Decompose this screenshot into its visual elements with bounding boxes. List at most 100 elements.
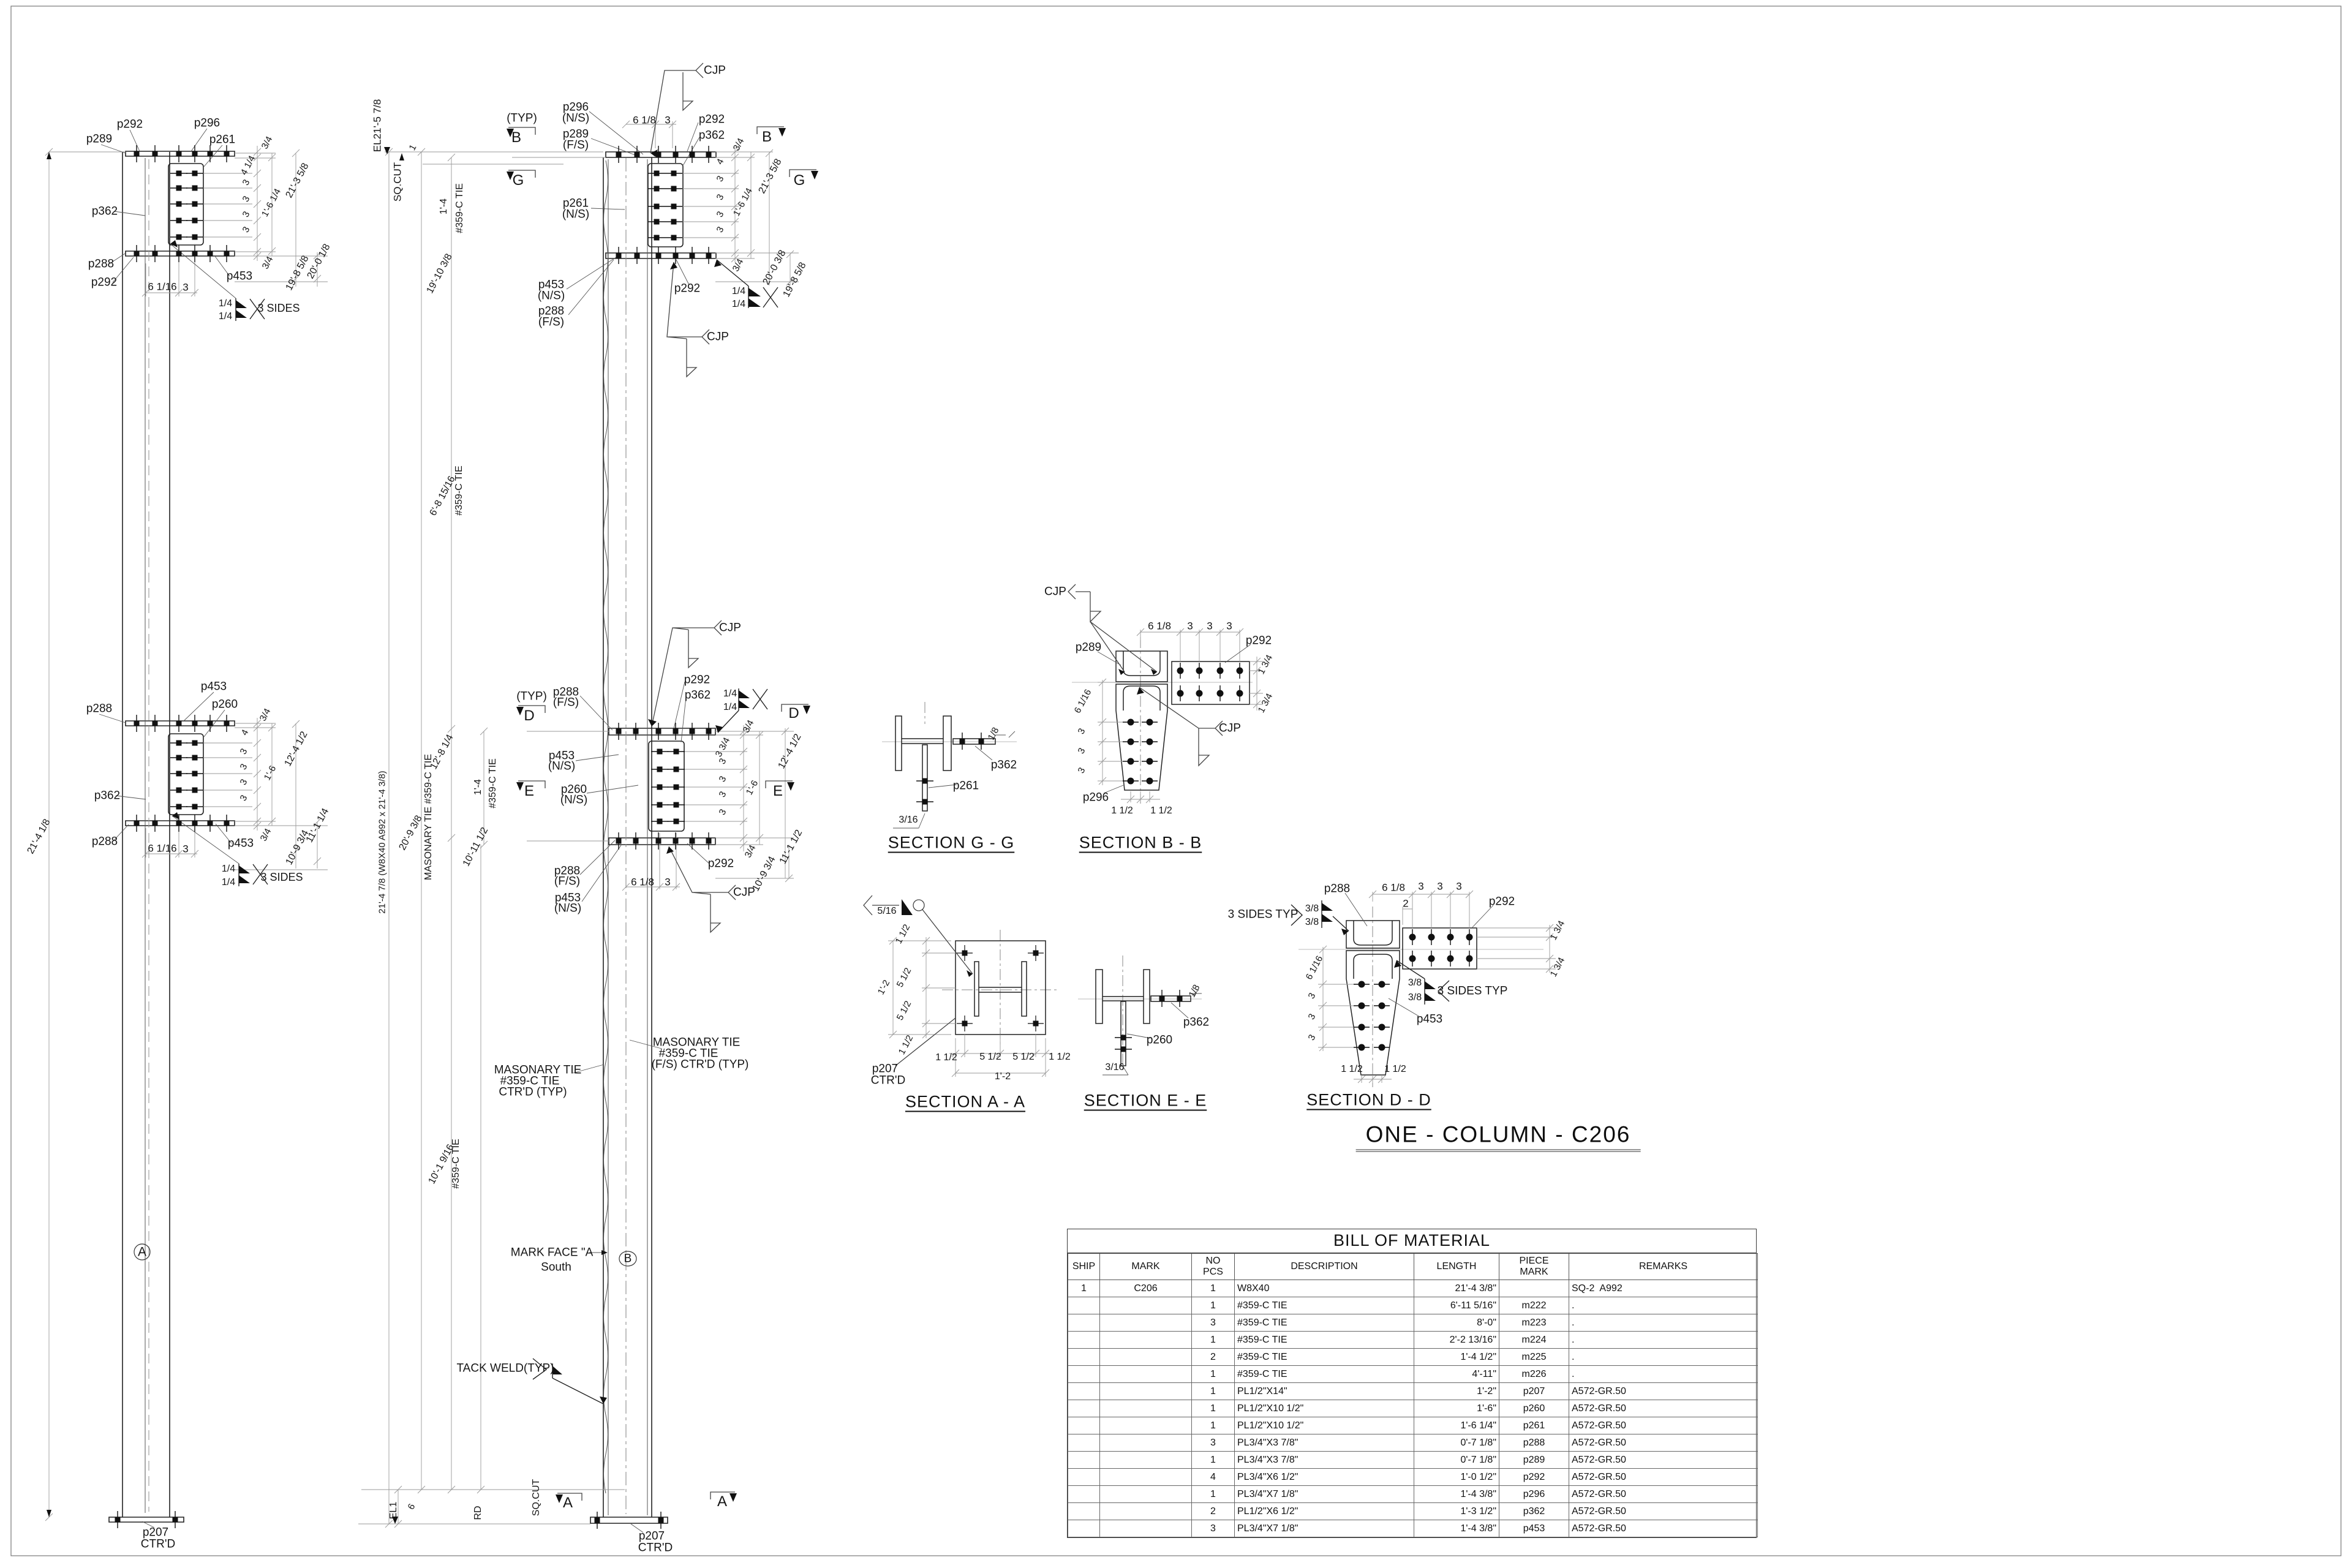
annotation-label: p260: [1146, 1033, 1173, 1047]
bom-cell: 1: [1191, 1297, 1235, 1314]
section-marker-b-left: B: [511, 129, 522, 146]
bom-cell: [1099, 1520, 1192, 1537]
left-leaders: [99, 128, 239, 1528]
bom-cell: m225: [1499, 1348, 1569, 1366]
annotation-label: (N/S): [562, 208, 590, 221]
bom-cell: [1068, 1365, 1100, 1383]
annotation-label: 6 1/8: [1382, 881, 1405, 894]
bom-cell: 4'-11": [1414, 1365, 1499, 1383]
left-elevation: [45, 128, 328, 1529]
annotation-label: #359-C TIE: [500, 1074, 560, 1088]
bom-col-header: MARK: [1099, 1253, 1192, 1280]
bom-cell: 0'-7 1/8": [1414, 1451, 1499, 1469]
bom-cell: [1499, 1280, 1569, 1297]
left-bolts: [114, 145, 230, 1529]
bom-cell: p453: [1499, 1520, 1569, 1537]
section-marker-d-left: D: [524, 707, 535, 724]
annotation-label: p288: [88, 257, 115, 271]
annotation-label: 3: [1437, 880, 1443, 892]
annotation-label: 1 1/2: [1341, 1064, 1363, 1074]
annotation-label: 6 1/8: [633, 114, 656, 126]
annotation-label: 2: [1403, 897, 1409, 910]
annotation-label: (F/S): [554, 875, 581, 888]
bom-col-header: REMARKS: [1569, 1253, 1758, 1280]
left-dim-lines: [45, 146, 328, 1521]
sheet-frame: [10, 6, 2342, 1556]
bom-cell: 1'-0 1/2": [1414, 1468, 1499, 1486]
annotation-label: p292: [698, 113, 725, 126]
bom-cell: [1068, 1400, 1100, 1417]
annotation-label: p362: [1183, 1016, 1210, 1029]
bom-cell: #359-C TIE: [1234, 1314, 1414, 1332]
annotation-label: 1/4: [731, 286, 746, 296]
bom-cell: [1099, 1297, 1192, 1314]
section-marker-e-left: E: [524, 783, 535, 799]
bom-cell: A572-GR.50: [1569, 1451, 1758, 1469]
annotation-label: 1/4: [218, 298, 233, 309]
bom-cell: 1: [1191, 1331, 1235, 1349]
section-aa: [863, 895, 1058, 1077]
bom-cell: [1068, 1485, 1100, 1503]
bom-cell: W8X40: [1234, 1280, 1414, 1297]
annotation-label: 3: [1418, 880, 1424, 892]
annotation-label: 1/4: [723, 702, 737, 712]
bom-cell: [1068, 1502, 1100, 1520]
annotation-label: 1 1/2: [1049, 1052, 1071, 1062]
section-dd: [1291, 890, 1556, 1087]
annotation-label: CJP: [707, 330, 729, 344]
bom-cell: 2: [1191, 1502, 1235, 1520]
annotation-label: 1 1/2: [1111, 805, 1133, 816]
annotation-label: 6 1/8: [631, 876, 654, 888]
annotation-label: SQ.CUT: [391, 162, 404, 202]
bom-cell: 6'-11 5/16": [1414, 1297, 1499, 1314]
bom-cell: A572-GR.50: [1569, 1502, 1758, 1520]
bom-cell: [1068, 1417, 1100, 1434]
annotation-label: 1'-4: [473, 778, 483, 796]
annotation-label: 1/4: [221, 864, 236, 874]
annotation-label: p362: [684, 688, 711, 702]
annotation-label: p260: [560, 783, 587, 796]
annotation-label: 3: [665, 876, 671, 888]
bom-cell: [1068, 1297, 1100, 1314]
annotation-label: CTR'D: [638, 1541, 673, 1555]
bom-cell: PL1/2"X6 1/2": [1234, 1502, 1414, 1520]
bom-cell: 2: [1191, 1348, 1235, 1366]
annotation-label: (F/S): [538, 315, 565, 329]
annotation-label: p289: [1075, 641, 1102, 654]
bom-col-header: PIECE MARK: [1499, 1253, 1569, 1280]
bom-cell: [1099, 1331, 1192, 1349]
annotation-label: p292: [1245, 634, 1272, 647]
bom-cell: [1099, 1502, 1192, 1520]
bom-cell: PL3/4"X7 1/8": [1234, 1485, 1414, 1503]
annotation-label: (N/S): [548, 760, 576, 773]
annotation-label: p296: [562, 100, 589, 114]
annotation-label: p453: [554, 891, 581, 905]
annotation-label: p453: [200, 680, 227, 693]
annotation-label: 3 SIDES TYP: [1437, 984, 1508, 998]
bom-cell: [1068, 1451, 1100, 1469]
annotation-label: #359-C TIE: [454, 183, 465, 233]
bom-cell: A572-GR.50: [1569, 1468, 1758, 1486]
bom-cell: m226: [1499, 1365, 1569, 1383]
annotation-label: CTR'D: [870, 1074, 906, 1087]
bom-cell: m224: [1499, 1331, 1569, 1349]
annotation-label: p292: [684, 673, 710, 687]
annotation-label: p362: [698, 129, 725, 142]
bom-cell: [1068, 1331, 1100, 1349]
annotation-label: p292: [1488, 895, 1515, 908]
annotation-label: 3 SIDES TYP: [1227, 908, 1298, 921]
bom-cell: [1099, 1417, 1192, 1434]
bom-cell: p207: [1499, 1382, 1569, 1400]
annotation-label: 1/4: [221, 877, 236, 888]
annotation-label: #359-C TIE: [454, 466, 464, 516]
annotation-label: (F/S) CTR'D (TYP): [651, 1058, 749, 1071]
bom-cell: p296: [1499, 1485, 1569, 1503]
